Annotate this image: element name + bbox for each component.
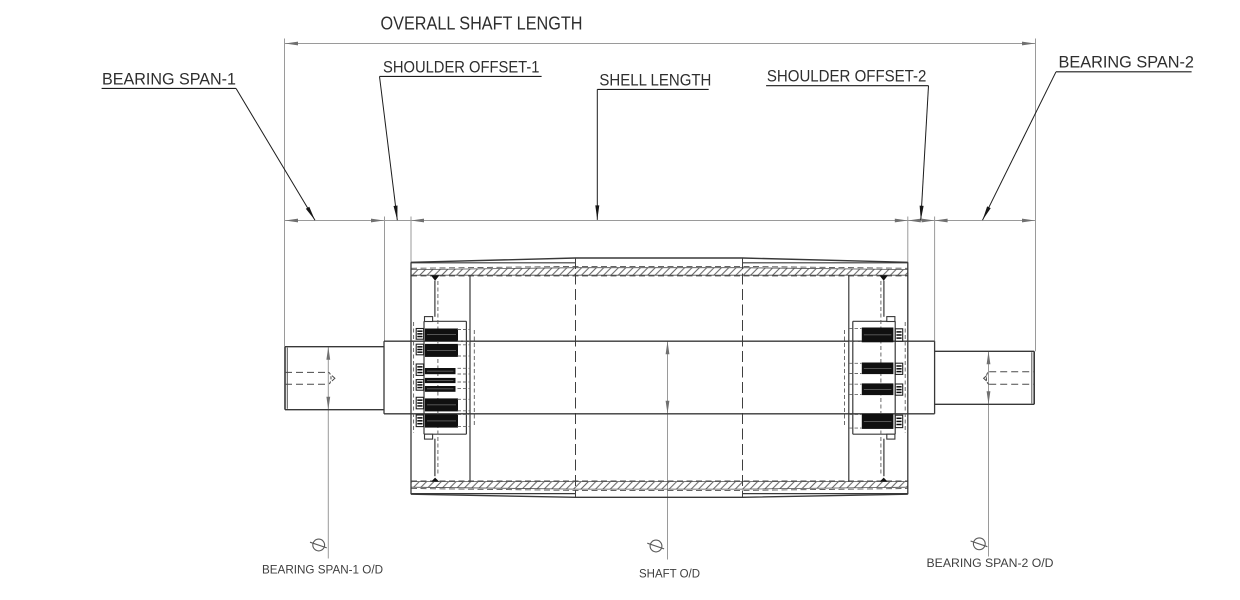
- svg-text:SHELL LENGTH: SHELL LENGTH: [599, 72, 711, 90]
- svg-text:OVERALL SHAFT LENGTH: OVERALL SHAFT LENGTH: [381, 14, 583, 34]
- svg-text:SHAFT O/D: SHAFT O/D: [639, 567, 700, 581]
- svg-text:BEARING SPAN-1 O/D: BEARING SPAN-1 O/D: [262, 563, 383, 577]
- svg-text:SHOULDER OFFSET-1: SHOULDER OFFSET-1: [383, 58, 540, 76]
- svg-text:BEARING SPAN-2 O/D: BEARING SPAN-2 O/D: [927, 556, 1054, 570]
- svg-text:BEARING SPAN-1: BEARING SPAN-1: [102, 70, 236, 88]
- svg-text:BEARING SPAN-2: BEARING SPAN-2: [1059, 53, 1195, 71]
- svg-text:SHOULDER OFFSET-2: SHOULDER OFFSET-2: [767, 68, 927, 86]
